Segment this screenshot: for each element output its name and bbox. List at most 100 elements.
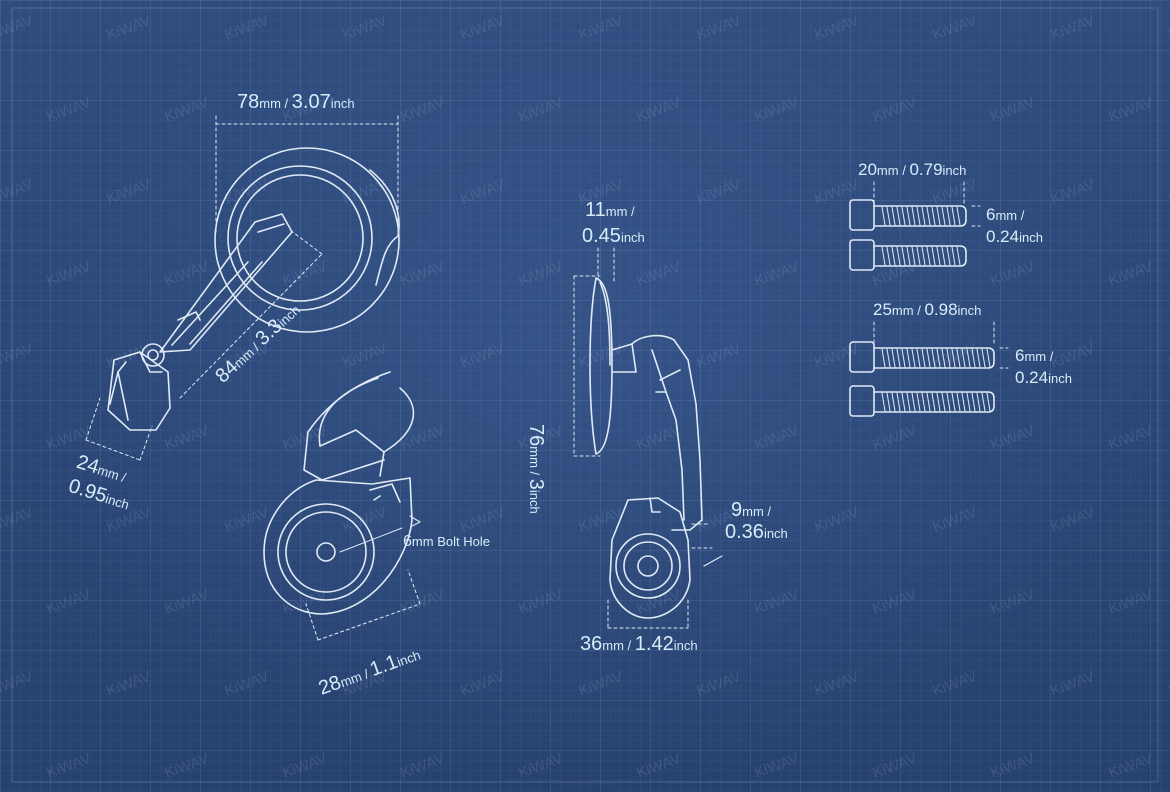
bolt-thread-line	[931, 246, 936, 266]
bolt-thread-line	[936, 206, 941, 226]
bolt-thread-line	[941, 348, 946, 368]
bolt-thread-line	[931, 348, 936, 368]
watermark-text: KiWAV	[1166, 176, 1170, 208]
dim-separator: /	[913, 303, 925, 318]
dim-label-offset-9-inch: 0.36inch	[725, 522, 788, 542]
bolt-thread-line	[916, 246, 921, 266]
dim-mm-unit: mm	[605, 204, 628, 219]
bolt-thread-line	[916, 348, 921, 368]
dim-label-depth-11-mm: 11mm /	[585, 200, 635, 220]
dim-label-width-36: 36mm / 1.42inch	[580, 634, 698, 654]
bolt-thread-line	[891, 246, 896, 266]
dim-inch-value: 1.42	[634, 633, 674, 655]
dim-mm-value: 76	[525, 424, 547, 447]
dim-label-bolt-25-dia-inch: 0.24inch	[1015, 369, 1072, 387]
dim-inch-unit: inch	[673, 638, 698, 653]
dim-mm-value: 9	[731, 499, 743, 521]
dim-78-lines	[215, 115, 399, 233]
bolt-thread-line	[901, 246, 906, 266]
bolt-thread-line	[896, 206, 901, 226]
dim-label-bolt-20-dia-inch: 0.24inch	[986, 228, 1043, 246]
dim-mm-value: 36	[580, 633, 603, 655]
dim-mm-unit: mm	[876, 163, 899, 178]
bolt-thread-line	[986, 392, 991, 412]
bolt-thread-line	[966, 392, 971, 412]
bolt-thread-line	[931, 392, 936, 412]
bolt-20mm-a	[849, 199, 967, 231]
dim-24-lines	[85, 397, 153, 461]
dim-separator: /	[527, 467, 542, 479]
dim-mm-value: 6	[403, 533, 412, 550]
dim-separator: /	[1046, 349, 1054, 364]
dim-28-lines	[305, 569, 421, 641]
bolt-thread-line	[936, 348, 941, 368]
bolt-thread-line	[906, 246, 911, 266]
bolt-thread-line	[911, 348, 916, 368]
bolt-thread-line	[946, 206, 951, 226]
bolt-thread-line	[896, 348, 901, 368]
dim-inch-unit: inch	[1048, 371, 1072, 386]
bolt-thread-line	[906, 348, 911, 368]
bolt-thread-line	[986, 348, 991, 368]
dim-mm-value: 25	[873, 300, 892, 319]
dim-inch-value: 0.24	[1015, 368, 1049, 387]
bolt-thread-line	[951, 392, 956, 412]
dim-mm-value: 11	[585, 199, 606, 221]
dim-separator: /	[898, 163, 910, 178]
bolt-thread-line	[906, 206, 911, 226]
bolt-thread-line	[921, 392, 926, 412]
bolt-thread-line	[926, 246, 931, 266]
bolt-thread-line	[896, 392, 901, 412]
dim-mm-unit: mm	[259, 96, 281, 111]
watermark-text: KiWAV	[1166, 340, 1170, 372]
bolt-thread-line	[911, 392, 916, 412]
bolt-thread-line	[886, 348, 891, 368]
dim-inch-unit: inch	[1019, 230, 1043, 245]
bolt-thread-line	[881, 348, 886, 368]
bolt-thread-line	[946, 246, 951, 266]
dim-inch-value: 0.45	[582, 225, 621, 247]
bolt-thread-line	[921, 348, 926, 368]
bolt-thread-line	[881, 392, 886, 412]
bolt-thread-line	[931, 206, 936, 226]
bolt-thread-line	[981, 392, 986, 412]
bolt-thread-line	[891, 392, 896, 412]
bolt-thread-line	[956, 392, 961, 412]
bolt-threads	[881, 206, 991, 412]
bolt-thread-line	[926, 392, 931, 412]
bolt-thread-line	[951, 246, 956, 266]
dim-inch-value: 0.79	[909, 160, 943, 179]
dim-label-height-76: 76mm / 3inch	[525, 424, 547, 514]
dim-mm-unit: mm	[891, 303, 914, 318]
bolt-thread-line	[971, 348, 976, 368]
bolt-thread-line	[976, 392, 981, 412]
dim-mm-unit: mm	[742, 504, 764, 519]
bolt-thread-line	[981, 348, 986, 368]
dim-mm-value: 6	[986, 205, 996, 224]
bolt-thread-line	[901, 206, 906, 226]
bolt-thread-line	[971, 392, 976, 412]
dim-inch-value: 0.24	[986, 227, 1020, 246]
watermark-text: KiWAV	[1166, 12, 1170, 44]
mirror-side-view	[589, 277, 723, 619]
watermark-text: KiWAV	[1166, 504, 1170, 536]
bolt-25mm-a	[849, 341, 995, 373]
dim-inch-unit: inch	[763, 526, 788, 541]
bolt-thread-line	[891, 206, 896, 226]
bolt-thread-line	[941, 392, 946, 412]
bolt-thread-line	[951, 206, 956, 226]
dim-84-lines	[179, 229, 323, 399]
bolt-thread-line	[936, 246, 941, 266]
dim-inch-unit: inch	[957, 303, 982, 318]
dim-mm-unit: mm	[602, 638, 624, 653]
bolt-thread-line	[911, 206, 916, 226]
bolt-thread-line	[916, 206, 921, 226]
dim-inch-value: 0.98	[924, 300, 958, 319]
bolt-25mm-b	[849, 385, 995, 417]
bolt-thread-line	[926, 206, 931, 226]
bolt-thread-line	[976, 348, 981, 368]
bolt-dim-lines	[873, 181, 1009, 369]
dim-label-width-78: 78mm / 3.07inch	[237, 92, 355, 112]
bolt-thread-line	[946, 348, 951, 368]
